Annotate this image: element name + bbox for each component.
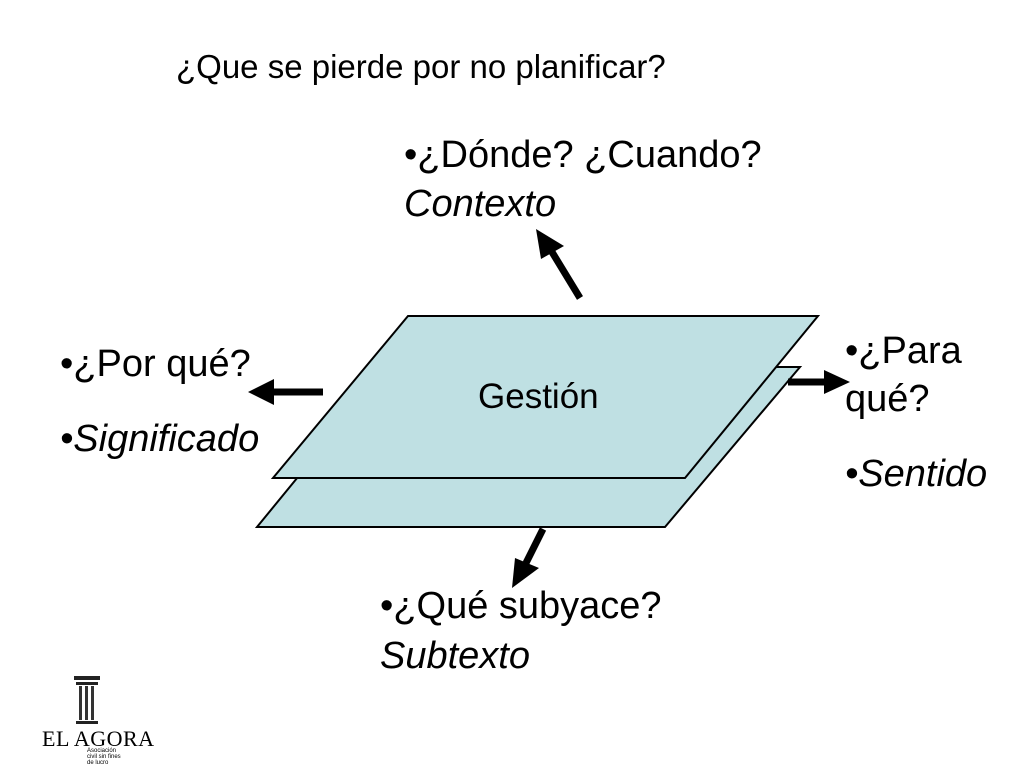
gestion-plane <box>270 315 821 479</box>
right-answer: •Sentido <box>845 453 988 495</box>
column-pillar-icon <box>74 676 100 724</box>
logo-name: EL AGORA <box>42 726 155 751</box>
bottom-answer: Subtexto <box>380 635 530 677</box>
right-question-line2: qué? <box>845 378 930 420</box>
logo-subtitle: Asociación civil sin fines de lucro <box>87 748 121 766</box>
center-label: Gestión <box>478 377 599 416</box>
arrow-up <box>536 229 583 300</box>
arrow-down <box>512 527 547 588</box>
slide-title: ¿Que se pierde por no planificar? <box>176 48 666 85</box>
arrow-right <box>788 370 850 394</box>
left-answer: •Significado <box>60 418 260 460</box>
arrow-left <box>248 379 323 405</box>
top-question: •¿Dónde? ¿Cuando? <box>404 134 762 176</box>
left-question: •¿Por qué? <box>60 343 251 385</box>
top-answer: Contexto <box>404 183 557 225</box>
right-question-line1: •¿Para <box>845 330 962 372</box>
bottom-question: •¿Qué subyace? <box>380 585 662 627</box>
